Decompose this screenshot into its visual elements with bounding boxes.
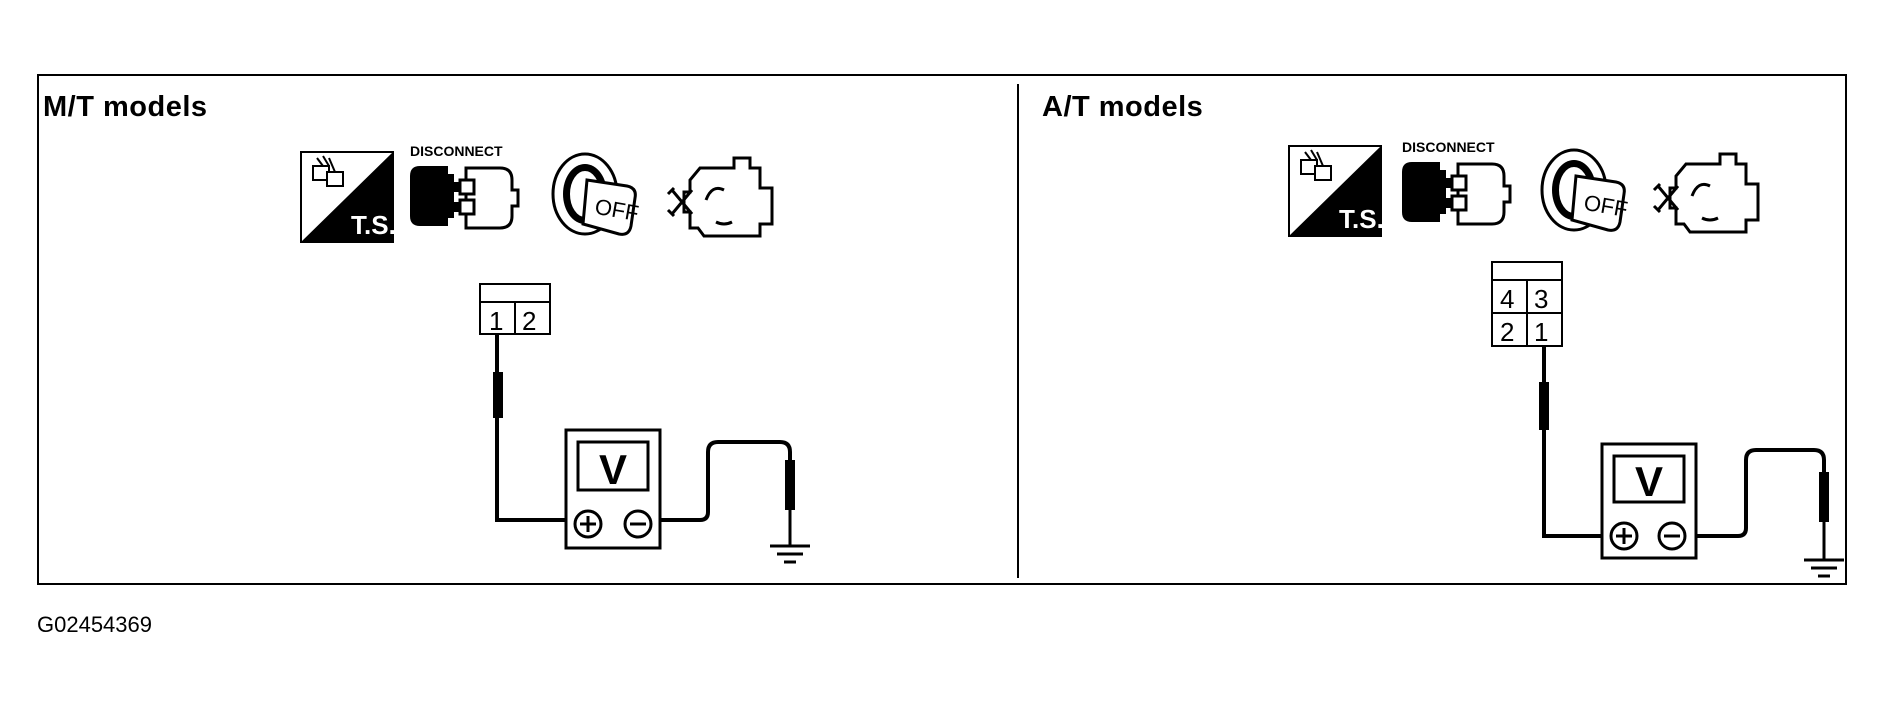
- ts-icon: T.S.: [1288, 145, 1384, 237]
- panel-divider: [1017, 84, 1019, 578]
- at-ground-icon: [1802, 558, 1846, 578]
- at-voltmeter: V: [1600, 442, 1698, 560]
- diagram-frame: [37, 74, 1847, 585]
- mt-voltmeter: V: [564, 428, 662, 550]
- figure-id: G02454369: [37, 612, 152, 637]
- at-terminal-2: 2: [1500, 317, 1514, 347]
- disconnect-label: DISCONNECT: [1402, 139, 1495, 155]
- at-terminal-3: 3: [1534, 284, 1548, 314]
- at-positive-probe: [1539, 382, 1549, 430]
- mt-meter-label: V: [599, 446, 627, 493]
- at-terminal-1: 1: [1534, 317, 1548, 347]
- engine-icon: [666, 156, 774, 238]
- ts-label: T.S.: [351, 210, 396, 240]
- disconnect-icon: DISCONNECT: [1400, 139, 1512, 226]
- disconnect-label: DISCONNECT: [410, 143, 503, 159]
- at-terminal-4: 4: [1500, 284, 1514, 314]
- disconnect-icon: DISCONNECT: [408, 143, 520, 230]
- mt-terminal-2: 2: [522, 306, 536, 336]
- at-icon-row: T.S. DISCONNECT OFF: [1288, 139, 1760, 237]
- panel-title-mt: M/T models: [43, 91, 208, 123]
- ts-label: T.S.: [1339, 204, 1384, 234]
- ignition-off-icon: OFF: [551, 152, 641, 236]
- mt-ground-icon: [768, 544, 812, 564]
- engine-icon: [1652, 152, 1760, 234]
- panel-title-at: A/T models: [1042, 91, 1204, 123]
- mt-negative-probe: [785, 460, 795, 510]
- mt-positive-probe: [493, 372, 503, 418]
- mt-icon-row: T.S. DISCONNECT OFF: [300, 143, 774, 243]
- mt-terminal-1: 1: [489, 306, 503, 336]
- at-negative-probe: [1819, 472, 1829, 522]
- at-connector: 4 3 2 1: [1491, 261, 1563, 347]
- ignition-off-icon: OFF: [1540, 148, 1630, 232]
- ts-icon: T.S.: [300, 151, 396, 243]
- mt-connector: 1 2: [479, 283, 551, 336]
- at-meter-label: V: [1635, 458, 1663, 505]
